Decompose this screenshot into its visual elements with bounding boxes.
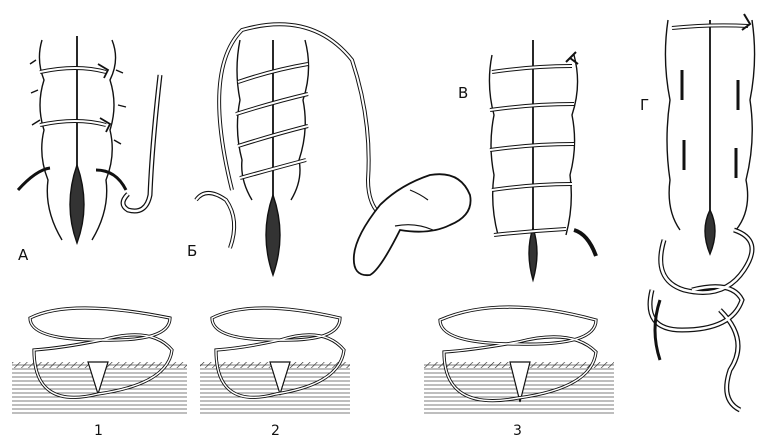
cross-section-label-2: 2 [271,424,280,438]
cross-section-3 [424,307,614,414]
panel-label-v: В [458,86,468,101]
panel-b-drawing [196,24,471,275]
cross-section-label-1: 1 [94,424,103,438]
panel-g-drawing [650,14,755,410]
cross-section-1 [12,308,187,414]
cross-section-2 [200,308,350,414]
panel-a-drawing [18,36,160,243]
panel-label-g: Г [640,98,649,113]
panel-v-drawing [489,40,596,280]
panel-label-a: А [18,248,28,263]
cross-section-label-3: 3 [513,424,522,438]
panel-label-b: Б [187,244,197,259]
